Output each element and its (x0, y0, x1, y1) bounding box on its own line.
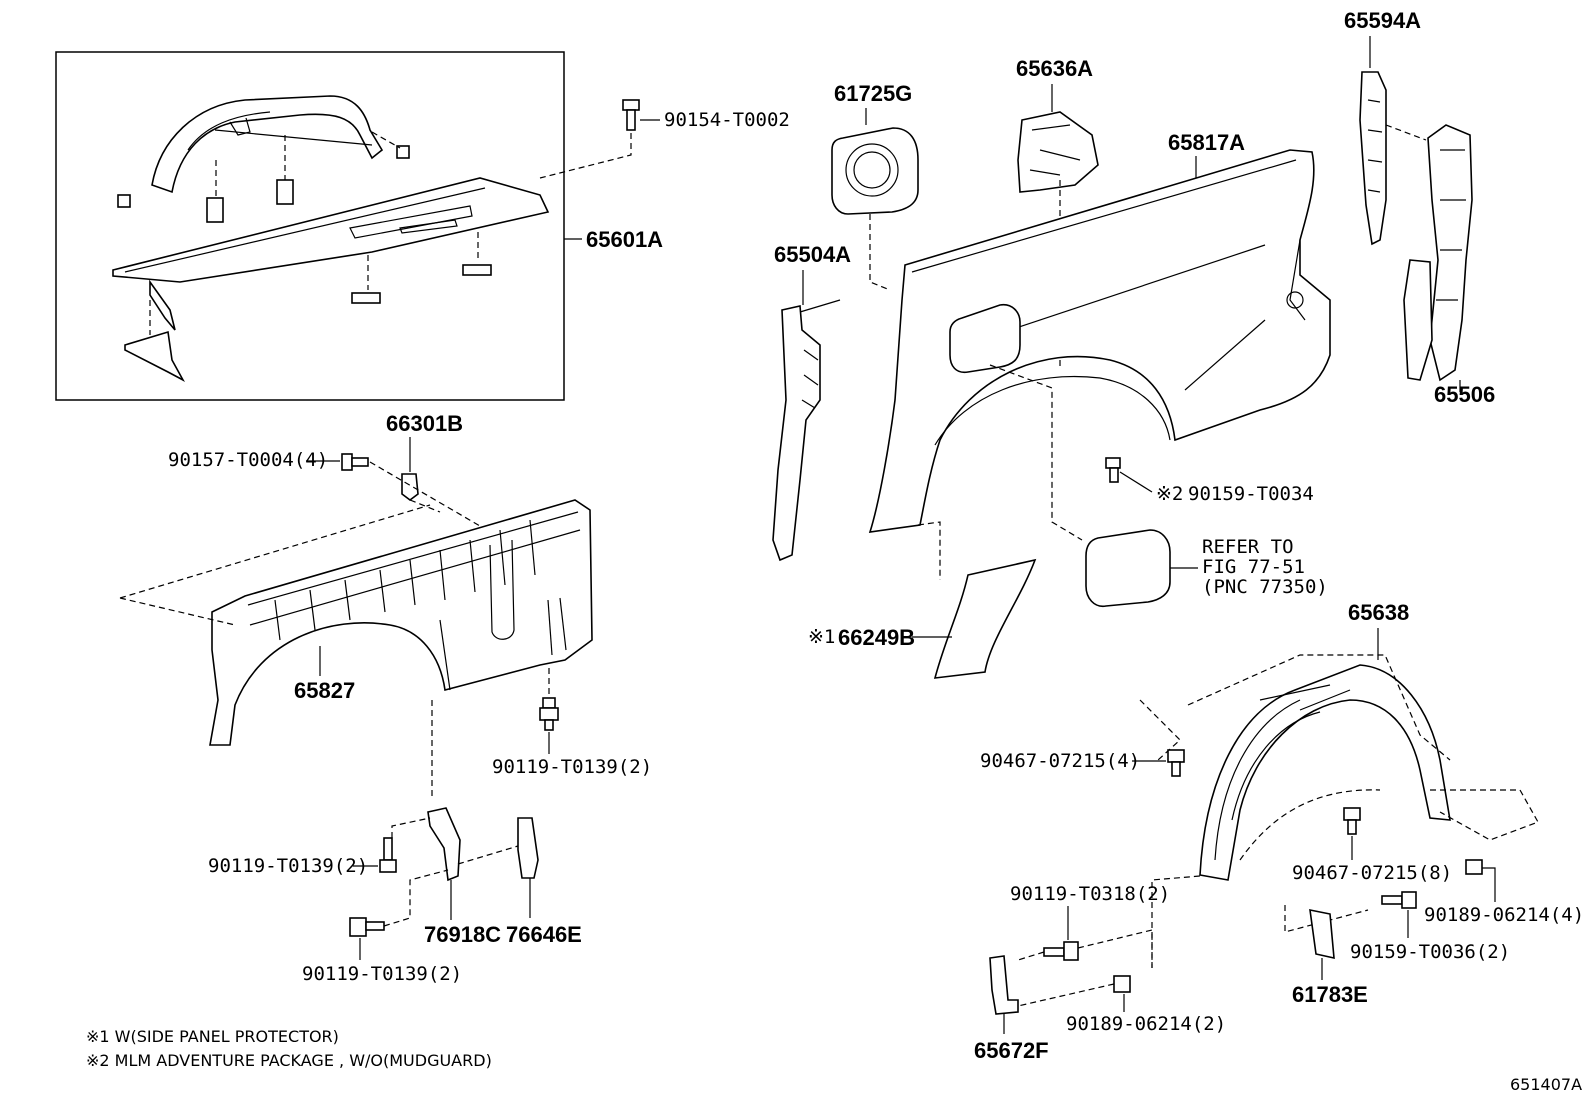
label-90119-T0139-b: 90119-T0139(2) (208, 855, 368, 877)
label-65504A: 65504A (774, 242, 851, 267)
bolt-90119-T0318 (1043, 941, 1079, 961)
dash-protector (917, 521, 941, 580)
dash-65638-frame-top (1187, 654, 1451, 761)
label-61783E: 61783E (1292, 982, 1368, 1007)
label-90189-06214-2: 90189-06214(2) (1066, 1013, 1226, 1035)
part-66301B (401, 473, 419, 501)
dash-fuel-door (989, 364, 1083, 541)
part-65594A (1359, 71, 1387, 246)
figure-id: 651407A (1510, 1075, 1582, 1094)
label-90154-T0002: 90154-T0002 (664, 109, 790, 131)
label-90189-06214-4: 90189-06214(4) (1424, 904, 1584, 926)
part-fuel-lid (1085, 529, 1171, 608)
lead-90159-T0034 (1119, 471, 1153, 493)
part-quarter-panel-65817A (868, 149, 1331, 533)
label-65817A: 65817A (1168, 130, 1245, 155)
dash-90119-b (391, 817, 431, 838)
label-90467-07215-8: 90467-07215(8) (1292, 862, 1452, 884)
part-65594A-detail (1367, 99, 1383, 193)
label-66249B: 66249B (838, 625, 915, 650)
label-65601A: 65601A (586, 227, 663, 252)
label-66301B: 66301B (386, 411, 463, 436)
dash-65638-bottom (1284, 905, 1369, 933)
dash-66301B (409, 499, 441, 513)
refer-line-2: FIG 77-51 (1202, 556, 1305, 578)
label-mark1: ※1 (808, 626, 835, 648)
dash-76646E (457, 845, 519, 865)
dash-90189-2 (1017, 875, 1201, 1007)
bolt-90154-T0002 (622, 99, 640, 131)
label-90159-T0034: 90159-T0034 (1188, 483, 1314, 505)
label-90157-T0004: 90157-T0004(4) (168, 449, 328, 471)
dash-90119-c (383, 869, 449, 927)
assembly-box-65601A (55, 51, 565, 401)
label-mark2-a: ※2 (1156, 483, 1183, 505)
label-65636A: 65636A (1016, 56, 1093, 81)
clip-90467-07215-8 (1343, 807, 1361, 835)
label-90119-T0139-c: 90119-T0139(2) (302, 963, 462, 985)
lead-90189-4 (1482, 867, 1496, 902)
part-bed-rail-65601A (112, 177, 550, 331)
clip-block-1 (206, 197, 224, 223)
label-65672F: 65672F (974, 1038, 1049, 1063)
part-bed-inner-panel-65827 (209, 499, 593, 746)
part-lower-bracket (124, 330, 185, 382)
bolt-90119-T0139-b (379, 837, 397, 873)
part-61783E (1309, 908, 1335, 960)
part-inner-wheelhouse (151, 95, 384, 194)
label-61725G: 61725G (834, 81, 912, 106)
clip-90467-07215-4 (1167, 749, 1185, 777)
clip-90189-06214-2 (1113, 975, 1131, 993)
label-65506: 65506 (1434, 382, 1495, 407)
label-65594A: 65594A (1344, 8, 1421, 33)
clip-block-2 (276, 179, 294, 205)
footnote-2: ※2 MLM ADVENTURE PACKAGE , W/O(MUDGUARD) (86, 1051, 492, 1070)
dash-65638-frame-right (1430, 789, 1539, 841)
dash-clip-3 (371, 131, 401, 149)
label-65827: 65827 (294, 678, 355, 703)
refer-line-3: (PNC 77350) (1202, 576, 1328, 598)
pad-1 (351, 292, 381, 304)
label-90159-T0036: 90159-T0036(2) (1350, 941, 1510, 963)
bolt-90119-T0139-a (539, 697, 559, 731)
part-76918C (427, 807, 461, 882)
dash-65638-arch (1239, 789, 1381, 861)
dash-65594A (1385, 124, 1427, 141)
part-wheelhouse-liner-65638 (1199, 664, 1451, 881)
label-76646E: 76646E (506, 922, 582, 947)
dash-61725G (869, 214, 891, 291)
part-61725G (831, 127, 919, 215)
dash-90154 (539, 133, 632, 179)
clip-small-1 (117, 194, 131, 208)
part-65504A (772, 299, 841, 562)
clip-90189-06214-4 (1465, 859, 1483, 875)
dash-65827-frame (119, 504, 431, 626)
clip-small-2 (396, 145, 410, 159)
bolt-90159-T0036 (1381, 891, 1417, 909)
label-90467-07215-4: 90467-07215(4) (980, 750, 1140, 772)
part-66249B (933, 558, 1037, 679)
bolt-90159-T0034 (1105, 457, 1121, 483)
bolt-90119-T0139-c (349, 917, 385, 937)
label-90119-T0318: 90119-T0318(2) (1010, 883, 1170, 905)
bolt-90157-T0004 (341, 453, 369, 471)
label-65638: 65638 (1348, 600, 1409, 625)
part-76646E (517, 817, 539, 879)
part-65636A (1017, 111, 1099, 193)
part-65636A-detail (1029, 124, 1081, 176)
footnote-1: ※1 W(SIDE PANEL PROTECTOR) (86, 1027, 339, 1046)
label-90119-T0139-a: 90119-T0139(2) (492, 756, 652, 778)
dash-90119-T0318 (1017, 929, 1153, 968)
refer-line-1: REFER TO (1202, 536, 1294, 558)
label-76918C: 76918C (424, 922, 501, 947)
part-65672F (989, 955, 1019, 1015)
part-fuel-door-opening (949, 303, 1021, 374)
part-65506 (1403, 124, 1473, 382)
pad-2 (462, 264, 492, 276)
